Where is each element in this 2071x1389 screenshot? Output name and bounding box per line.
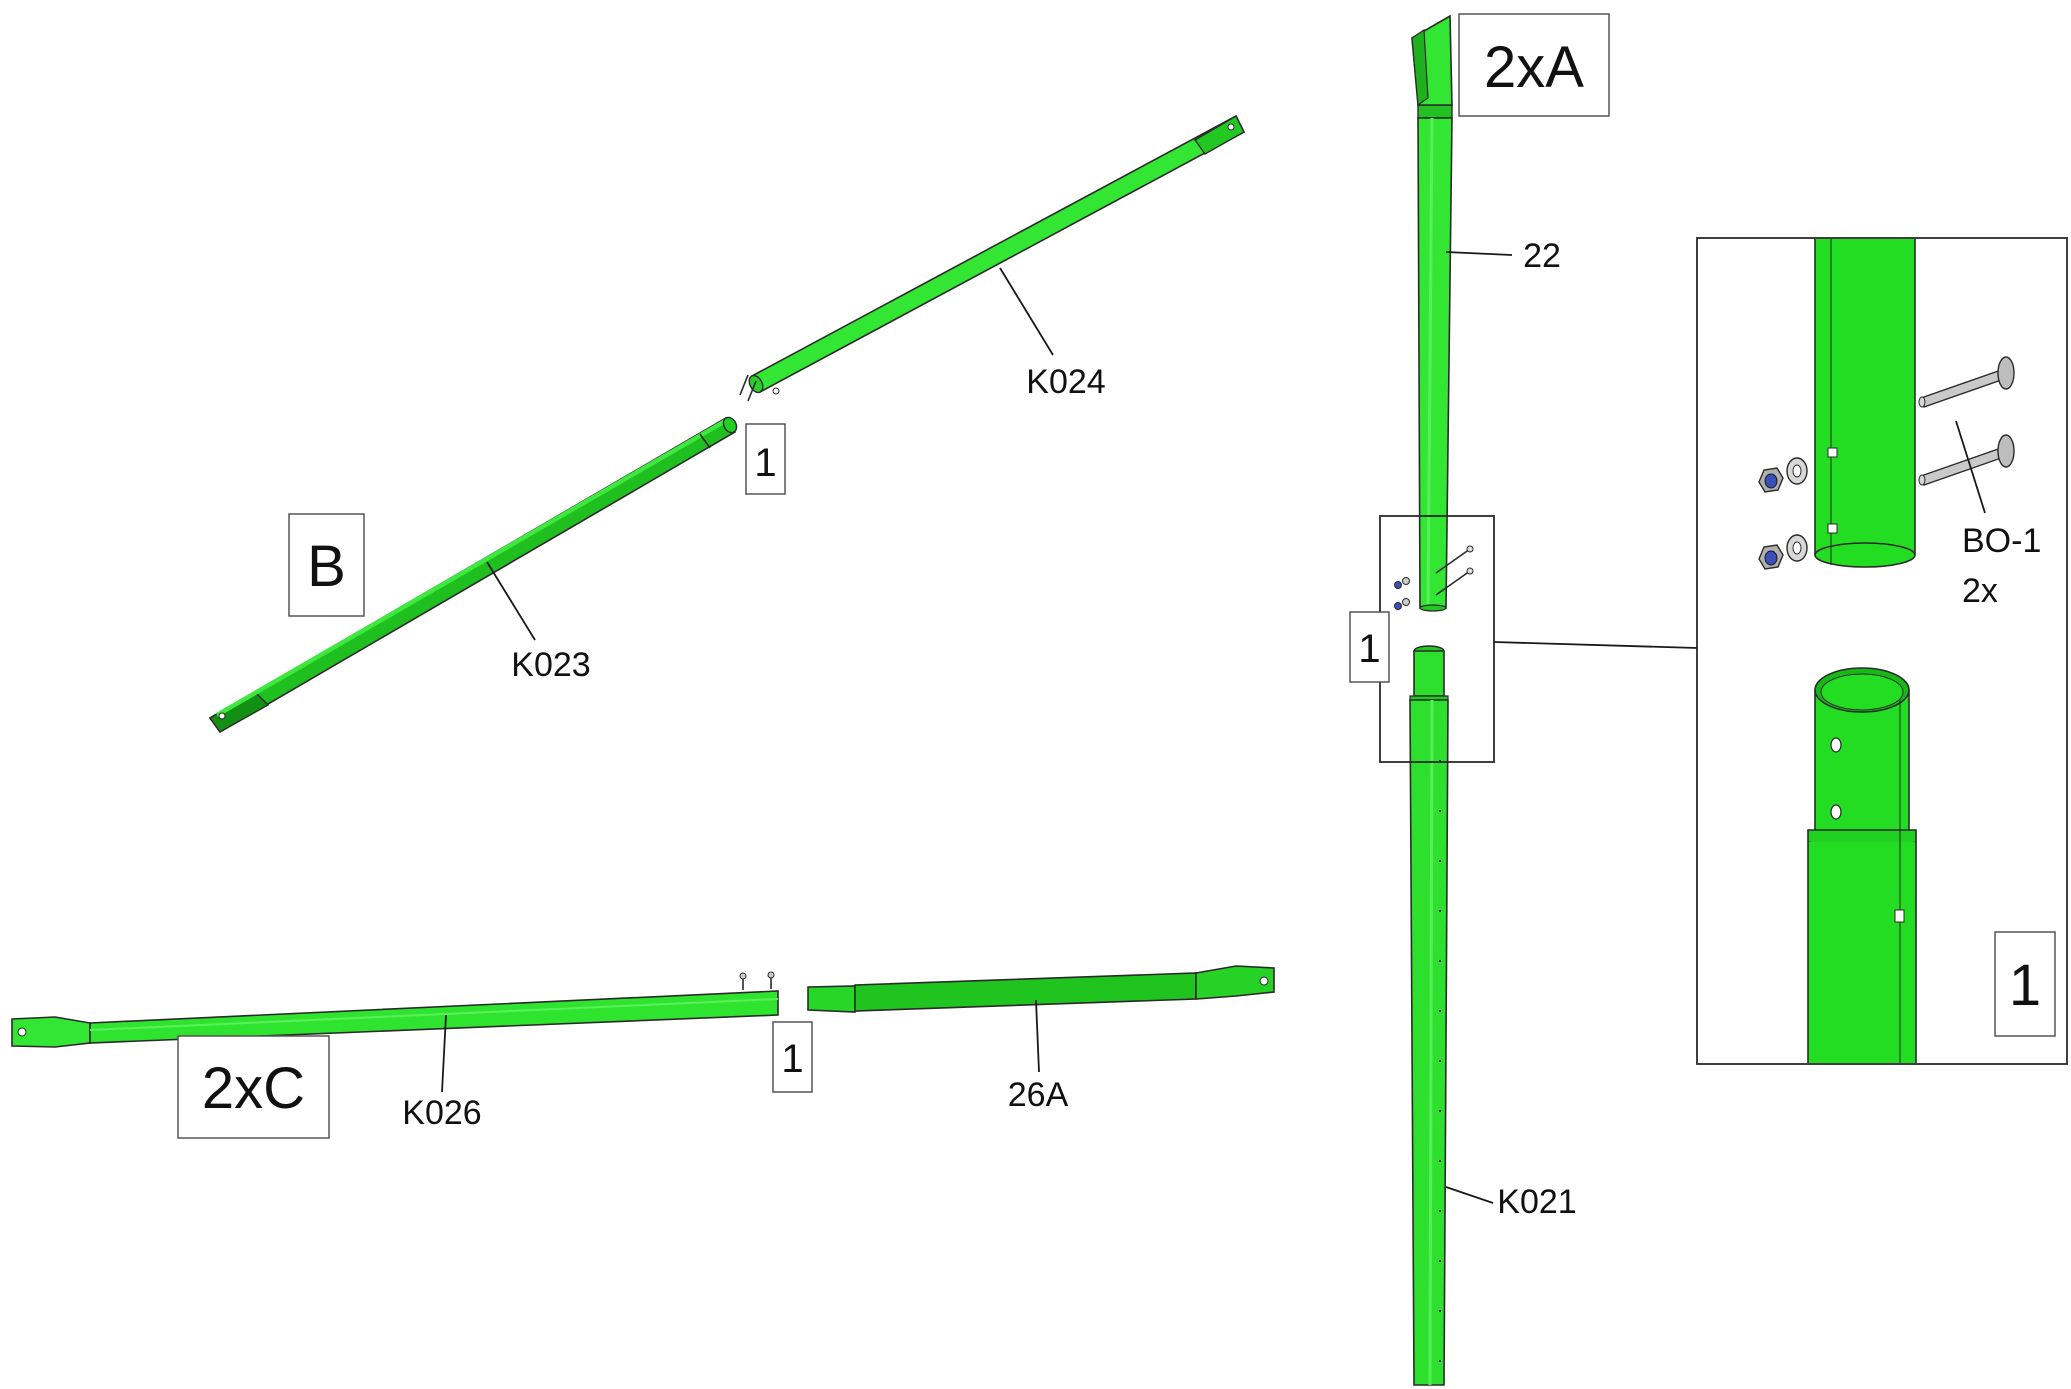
tube-k023 <box>208 416 738 734</box>
detail-view: BO-1 2x 1 <box>1696 237 2068 1065</box>
tube-k024 <box>739 114 1246 402</box>
leader-k026 <box>441 1014 447 1093</box>
part-k021-label: K021 <box>1497 1183 1576 1221</box>
joint-hardware <box>1394 545 1474 610</box>
group-a-box <box>1458 13 1610 117</box>
step-b-box <box>745 423 786 495</box>
group-c-label: 2xC <box>202 1056 305 1121</box>
tube-22 <box>1411 14 1453 612</box>
step-a-label: 1 <box>1358 627 1380 671</box>
part-k024-label: K024 <box>1026 363 1105 401</box>
group-b-assembly: B 1 K023 K024 <box>208 114 1246 734</box>
leader-26a <box>1035 999 1040 1073</box>
part-k023-label: K023 <box>511 646 590 684</box>
step-c-label: 1 <box>781 1037 803 1081</box>
detail-connector-line <box>1493 641 1698 649</box>
washers-and-nuts <box>1758 457 1808 570</box>
bolt-label: BO-1 <box>1962 522 2041 560</box>
bolt-quantity-label: 2x <box>1962 572 1998 610</box>
detail-lower-tube <box>1807 667 1917 1063</box>
bolt-bo-1 <box>1918 356 2015 486</box>
part-k026-label: K026 <box>402 1094 481 1132</box>
step-b-label: 1 <box>754 441 776 485</box>
leader-22 <box>1445 251 1513 256</box>
group-b-box <box>288 513 365 617</box>
group-a-label: 2xA <box>1484 35 1584 100</box>
leader-k023 <box>486 561 536 641</box>
detail-step-label: 1 <box>2009 953 2041 1018</box>
leader-k021 <box>1445 1186 1494 1204</box>
tube-26a <box>807 965 1275 1013</box>
detail-step-box <box>1994 931 2056 1037</box>
step-c-box <box>772 1021 813 1093</box>
tube-k021 <box>1409 645 1449 1386</box>
detail-upper-tube <box>1814 239 1916 568</box>
tube-k026 <box>11 971 779 1048</box>
leader-k024 <box>999 267 1054 356</box>
group-b-label: B <box>307 534 346 599</box>
group-c-assembly: 2xC 1 K026 26A <box>11 965 1275 1139</box>
leader-bo-1 <box>1955 420 1986 514</box>
group-c-box <box>177 1035 330 1139</box>
part-22-label: 22 <box>1523 237 1561 275</box>
step-a-box <box>1349 611 1390 683</box>
part-26a-label: 26A <box>1008 1076 1069 1114</box>
group-a-assembly: 2xA 1 22 K021 <box>1349 13 1698 1386</box>
